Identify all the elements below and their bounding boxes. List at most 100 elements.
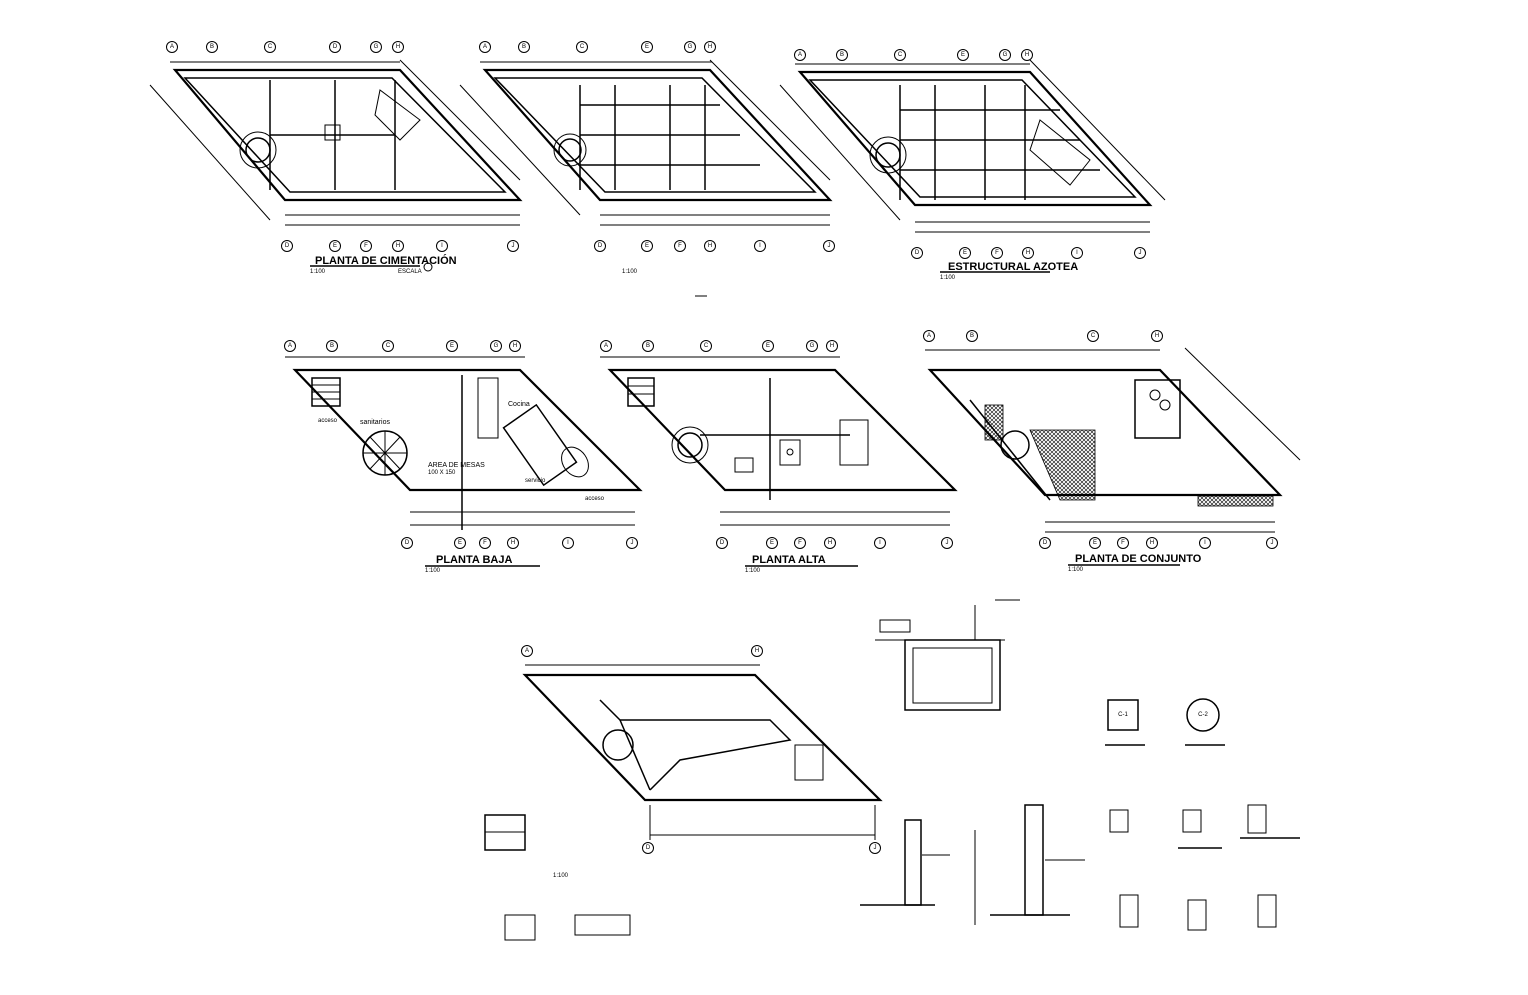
axis-bubble: E	[766, 537, 778, 549]
axis-bubble: A	[794, 49, 806, 61]
axis-bubble: E	[957, 49, 969, 61]
axis-bubble-label: A	[288, 343, 292, 349]
plan-upper-floor: PLANTA ALTA 1:100	[600, 356, 958, 574]
axis-bubble-label: D	[598, 243, 603, 249]
axis-bubble-label: C	[1091, 333, 1096, 339]
axis-bubble: I	[1199, 537, 1211, 549]
axis-bubble-label: B	[646, 343, 650, 349]
axis-bubble: C	[576, 41, 588, 53]
axis-bubble: G	[370, 41, 382, 53]
axis-bubble-label: I	[1076, 250, 1078, 256]
foundation-title: PLANTA DE CIMENTACIÓN	[315, 254, 457, 267]
axis-bubble: E	[641, 41, 653, 53]
label-access: acceso	[318, 418, 338, 424]
axis-bubble-label: E	[458, 540, 462, 546]
axis-bubble: H	[824, 537, 836, 549]
axis-bubble-label: G	[1003, 52, 1008, 58]
axis-bubble-label: B	[330, 343, 334, 349]
axis-bubble: D	[1039, 537, 1051, 549]
axis-bubble: F	[794, 537, 806, 549]
axis-bubble-label: H	[1150, 540, 1154, 546]
axis-bubble: A	[166, 41, 178, 53]
axis-bubble: B	[206, 41, 218, 53]
axis-bubble: D	[594, 240, 606, 252]
ground-title: PLANTA BAJA	[436, 554, 512, 566]
detail-cistern-section	[875, 599, 1020, 711]
plan-roof: ESTRUCTURAL AZOTEA 1:100	[779, 59, 1166, 281]
axis-bubble: J	[507, 240, 519, 252]
axis-bubble: D	[716, 537, 728, 549]
axis-bubble: B	[642, 340, 654, 352]
plan-basement: 1:100	[522, 664, 883, 879]
axis-bubble: H	[509, 340, 521, 352]
roof-title: ESTRUCTURAL AZOTEA	[948, 261, 1078, 273]
axis-bubble-label: F	[798, 540, 802, 546]
axis-bubble-label: J	[512, 243, 515, 249]
axis-bubble: G	[999, 49, 1011, 61]
axis-bubble: H	[392, 240, 404, 252]
plan-ground-floor: Cocina AREA DE MESAS 100 X 150 sanitario…	[285, 356, 643, 574]
detail-columns: C-1 C-2	[1105, 698, 1300, 931]
axis-bubble-label: C	[386, 343, 391, 349]
axis-bubble: H	[826, 340, 838, 352]
axis-bubble-label: B	[522, 44, 526, 50]
axis-bubble: D	[329, 41, 341, 53]
axis-bubble: H	[507, 537, 519, 549]
axis-bubble-label: D	[1043, 540, 1048, 546]
detail-registers	[484, 814, 631, 941]
axis-bubble-label: J	[1271, 540, 1274, 546]
axis-bubble: D	[401, 537, 413, 549]
axis-bubble: H	[704, 240, 716, 252]
site-scale: 1:100	[1068, 567, 1084, 573]
axis-bubble: J	[1266, 537, 1278, 549]
axis-bubble-label: E	[963, 250, 967, 256]
axis-bubble-label: F	[1121, 540, 1125, 546]
axis-bubble: I	[436, 240, 448, 252]
mid-scale: 1:100	[622, 269, 638, 275]
axis-bubble-label: E	[766, 343, 770, 349]
axis-bubble-label: H	[396, 243, 400, 249]
axis-bubble: G	[684, 41, 696, 53]
axis-bubble-label: H	[828, 540, 832, 546]
plan-site: PLANTA DE CONJUNTO 1:100	[925, 347, 1301, 573]
axis-bubble: I	[1071, 247, 1083, 259]
axis-bubble: J	[869, 842, 881, 854]
axis-bubble-label: J	[874, 845, 877, 851]
axis-bubble-label: H	[396, 44, 400, 50]
axis-bubble: E	[454, 537, 466, 549]
upper-title: PLANTA ALTA	[752, 554, 826, 566]
axis-bubble-label: J	[631, 540, 634, 546]
axis-bubble-label: G	[374, 44, 379, 50]
axis-bubble-label: H	[1025, 52, 1029, 58]
label-service: servicio	[525, 478, 546, 484]
label-access-2: acceso	[585, 496, 605, 502]
label-dining: AREA DE MESAS	[428, 462, 485, 469]
axis-bubble: G	[806, 340, 818, 352]
upper-scale: 1:100	[745, 568, 761, 574]
axis-bubble-label: I	[1204, 540, 1206, 546]
plan-foundation: PLANTA DE CIMENTACIÓN 1:100 ESCALA	[149, 59, 523, 275]
axis-bubble-label: I	[879, 540, 881, 546]
axis-bubble: C	[264, 41, 276, 53]
axis-bubble: H	[704, 41, 716, 53]
site-title: PLANTA DE CONJUNTO	[1075, 553, 1202, 565]
axis-bubble: F	[674, 240, 686, 252]
axis-bubble-label: D	[285, 243, 290, 249]
axis-bubble-label: E	[450, 343, 454, 349]
axis-bubble-label: D	[405, 540, 410, 546]
axis-bubble: A	[284, 340, 296, 352]
axis-bubble-label: E	[770, 540, 774, 546]
axis-bubble-label: H	[830, 343, 834, 349]
axis-bubble-label: I	[567, 540, 569, 546]
axis-bubble-label: B	[210, 44, 214, 50]
axis-bubble: H	[1021, 49, 1033, 61]
ground-scale: 1:100	[425, 568, 441, 574]
foundation-scale: 1:100	[310, 269, 326, 275]
axis-bubble: B	[326, 340, 338, 352]
axis-bubble: J	[823, 240, 835, 252]
axis-bubble-label: H	[1155, 333, 1159, 339]
axis-bubble-label: H	[755, 648, 759, 654]
axis-bubble-label: C	[898, 52, 903, 58]
axis-bubble-label: A	[604, 343, 608, 349]
